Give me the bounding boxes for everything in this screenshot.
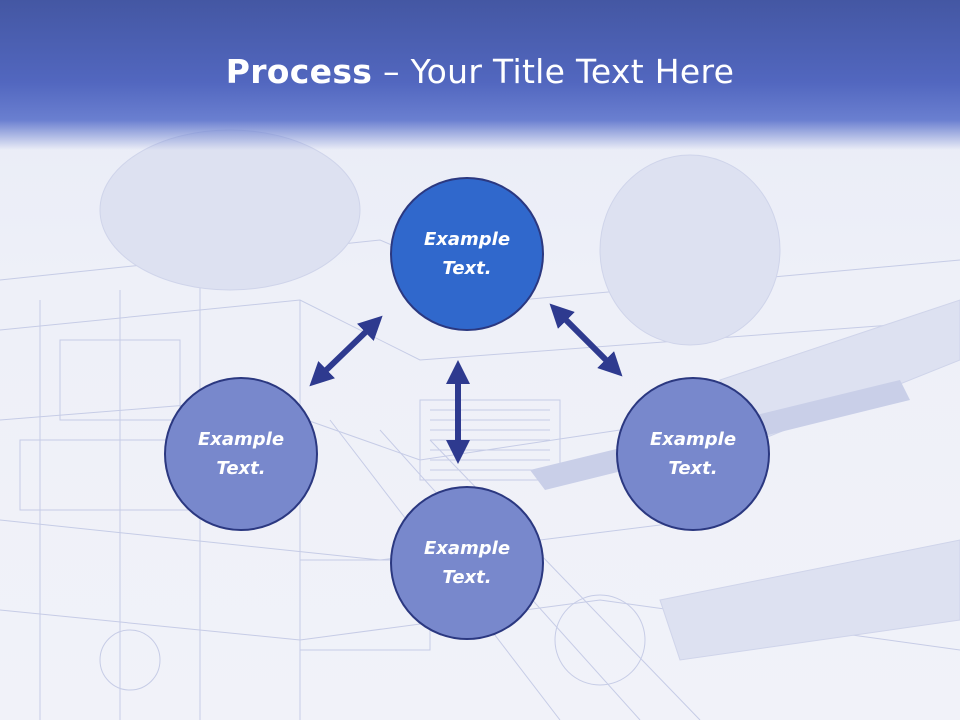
- node-label: Text.: [216, 458, 266, 479]
- node-label: Example: [197, 429, 285, 450]
- title-rest: – Your Title Text Here: [372, 52, 735, 91]
- node-label: Text.: [442, 258, 492, 279]
- process-node-left: Example Text.: [164, 377, 318, 531]
- arrow-top-left: [309, 315, 383, 387]
- header-bar: [0, 0, 960, 150]
- node-label: Text.: [668, 458, 718, 479]
- node-label: Example: [649, 429, 737, 450]
- arrow-top-right: [549, 303, 623, 377]
- process-node-top: Example Text.: [390, 177, 544, 331]
- node-label: Example: [423, 229, 511, 250]
- page-title: Process – Your Title Text Here: [0, 52, 960, 91]
- process-node-right: Example Text.: [616, 377, 770, 531]
- process-node-bottom: Example Text.: [390, 486, 544, 640]
- node-label: Example: [423, 538, 511, 559]
- node-label: Text.: [442, 567, 492, 588]
- title-bold: Process: [225, 52, 373, 91]
